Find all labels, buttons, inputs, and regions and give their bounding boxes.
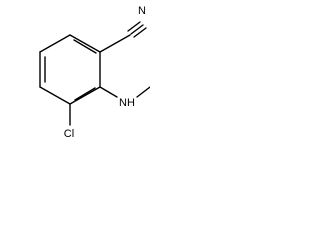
amine-label: NH xyxy=(119,97,135,109)
ring-bond xyxy=(39,86,71,105)
methylamino-group: NH xyxy=(99,86,150,109)
ring-inner-double-bond xyxy=(73,39,97,54)
ring-bond xyxy=(69,86,101,105)
chlorine-substituent: Cl xyxy=(64,103,74,140)
nitrile-bond-to-ring xyxy=(99,34,131,53)
amine-bond-to-ring xyxy=(99,86,118,98)
nitrile-triple-bond xyxy=(127,21,141,32)
nitrile-triple-bond xyxy=(133,27,147,38)
amine-methyl-bond xyxy=(136,86,150,98)
ring-bond xyxy=(69,34,101,53)
chlorine-label: Cl xyxy=(64,128,74,140)
ring-bond xyxy=(39,34,71,53)
nitrile-group: N xyxy=(99,5,147,53)
benzene-ring xyxy=(39,34,101,105)
molecule-structure: N Cl NH xyxy=(39,5,150,140)
ring-inner-double-bond xyxy=(74,87,96,101)
nitrile-triple-bond xyxy=(130,24,144,35)
nitrile-nitrogen-label: N xyxy=(138,5,146,17)
